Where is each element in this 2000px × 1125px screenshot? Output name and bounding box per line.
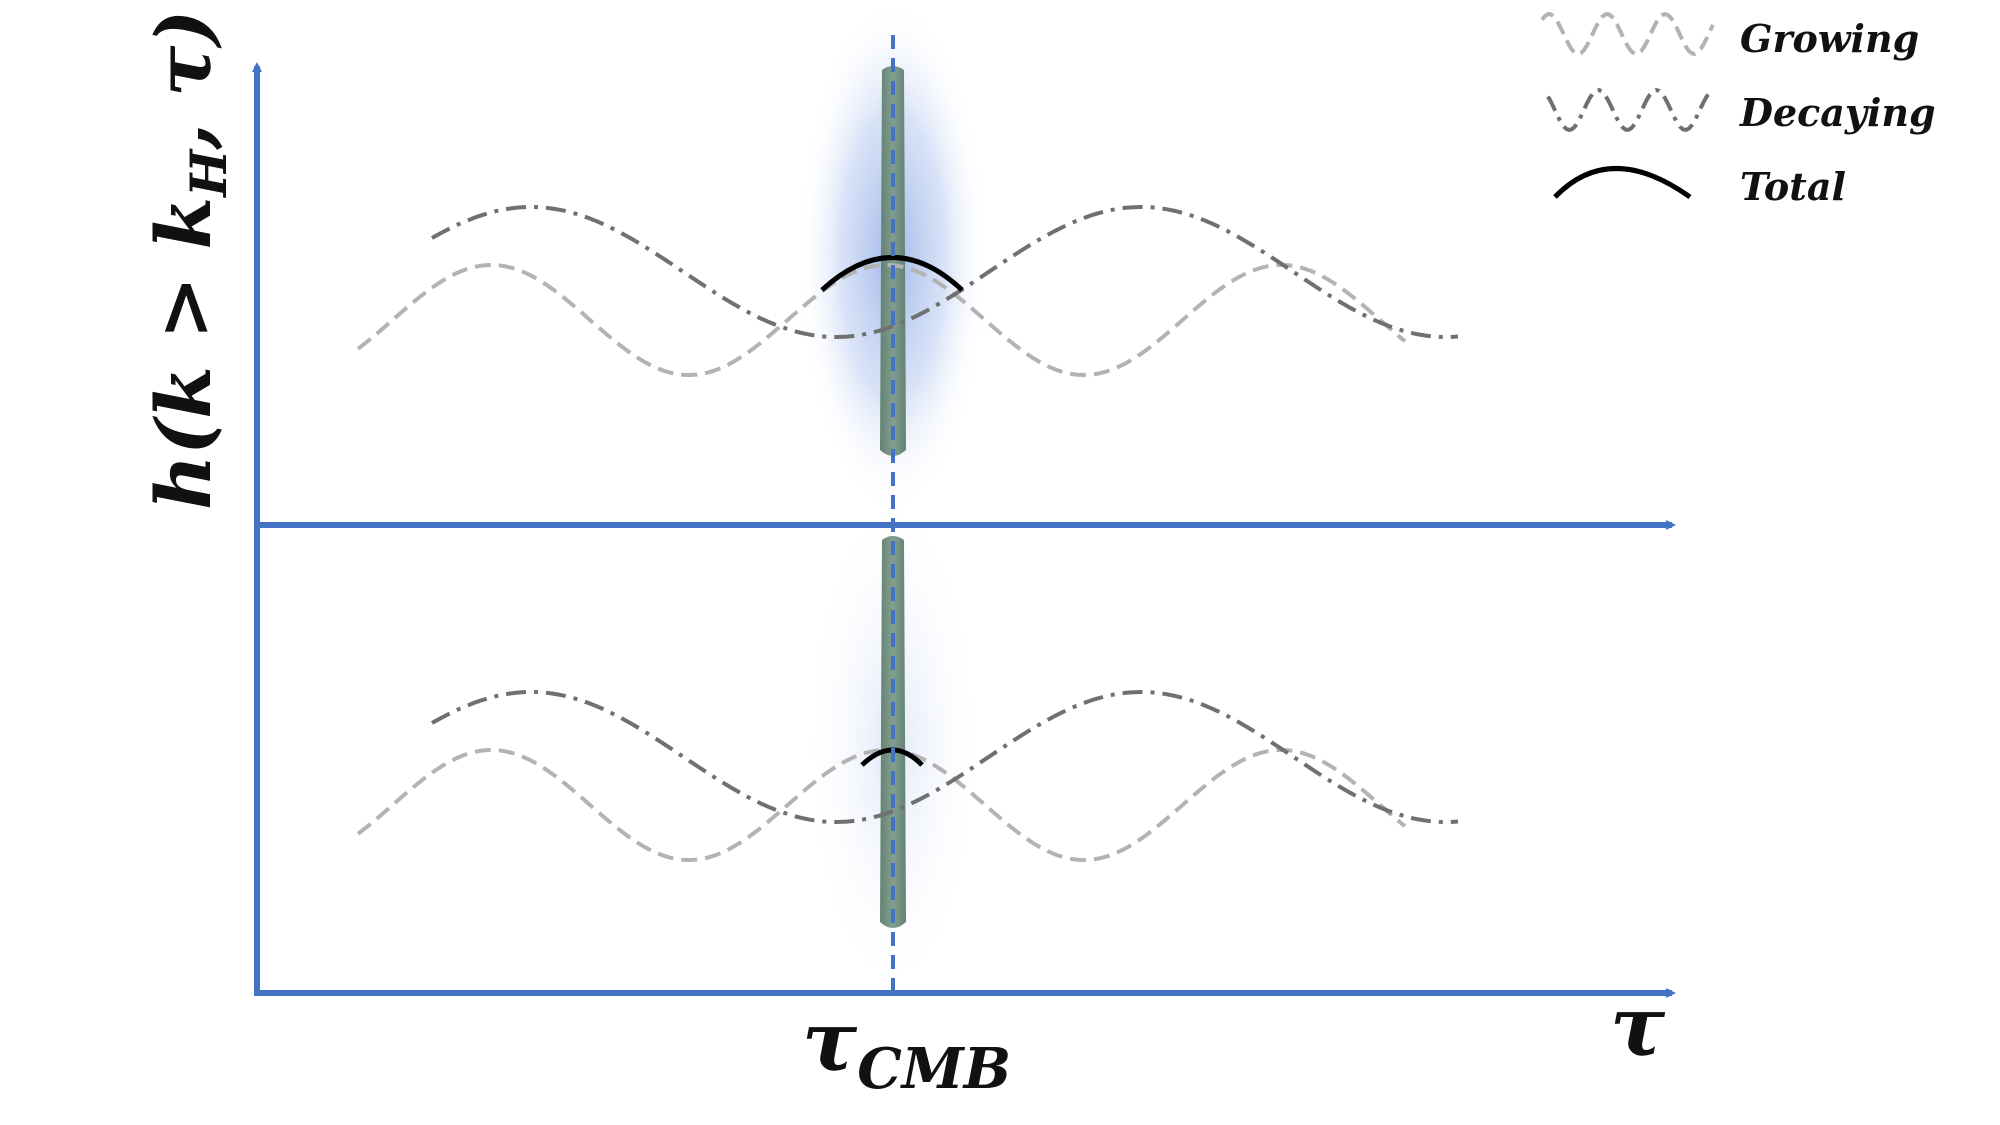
legend-total-swatch	[1553, 166, 1692, 200]
growing-curve-top	[356, 263, 1407, 378]
tau-cmb-label: τCMB	[802, 994, 1011, 1102]
growing-curve-bottom	[356, 748, 1407, 863]
legend-growing-swatch	[1540, 11, 1715, 57]
x-axis-label: τ	[1610, 979, 1666, 1075]
y-axis-label: h(k > kH, τ)	[139, 10, 238, 510]
slab-top	[880, 66, 906, 456]
y-axis-label-subscript: H	[179, 148, 238, 199]
legend-decaying-swatch	[1546, 87, 1715, 133]
legend-growing-label: Growing	[1740, 16, 1919, 61]
tau-cmb-subscript: CMB	[857, 1036, 1011, 1102]
legend: Growing Decaying Total	[1540, 11, 1936, 209]
decaying-curve-bottom	[431, 690, 1459, 824]
decaying-curve-top	[431, 205, 1459, 339]
total-curve-top	[820, 255, 964, 292]
legend-total-label: Total	[1740, 164, 1846, 209]
legend-decaying-label: Decaying	[1739, 90, 1936, 135]
